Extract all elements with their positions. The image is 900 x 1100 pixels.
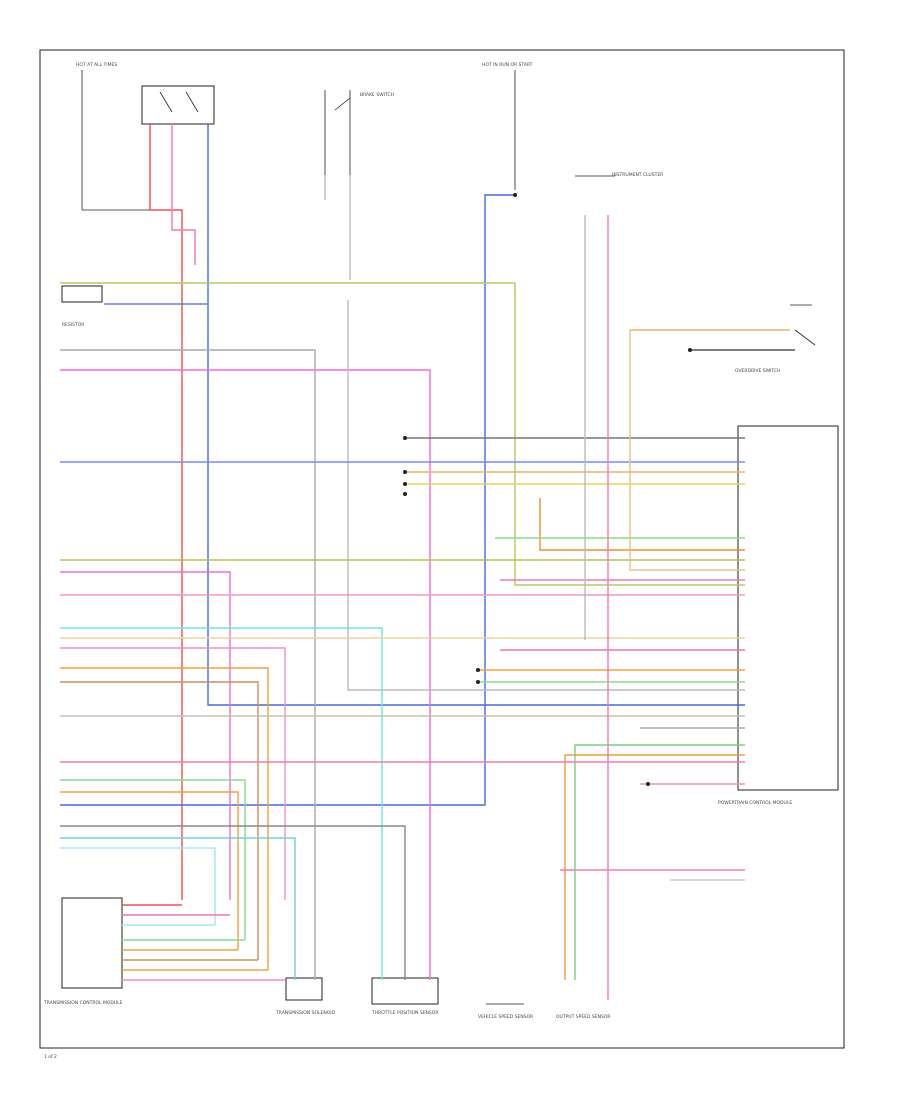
brake-switch-label: BRAKE SWITCH	[360, 92, 394, 98]
output-sensor-group: OUTPUT SPEED SENSOR	[556, 1014, 611, 1020]
overdrive-switch-group: OVERDRIVE SWITCH	[735, 304, 816, 374]
wire-green-780	[60, 779, 246, 940]
wire-orange-668	[60, 667, 269, 970]
tcm-label: TRANSMISSION CONTROL MODULE	[43, 1000, 123, 1006]
page-ref: 1 of 2	[44, 1054, 57, 1060]
tcm-group: TRANSMISSION CONTROL MODULE	[43, 897, 123, 1006]
pcm-connector	[737, 425, 839, 791]
throttle-label: THROTTLE POSITION SENSOR	[371, 1010, 438, 1016]
wire-cyan	[60, 627, 383, 980]
wire-blue-2	[60, 194, 515, 806]
output-sensor-label: OUTPUT SPEED SENSOR	[556, 1014, 611, 1020]
splice-dots	[403, 193, 692, 786]
wire-dkgreen	[60, 282, 745, 586]
fuse-block-switch	[141, 85, 215, 125]
overdrive-switch-label: OVERDRIVE SWITCH	[735, 368, 780, 374]
wire-pink-648	[60, 647, 286, 900]
wire-orange-792	[60, 791, 239, 950]
pcm-group: POWERTRAIN CONTROL MODULE	[718, 425, 839, 806]
speed-sensor-group: VEHICLE SPEED SENSOR	[478, 1003, 533, 1020]
wire-gray-vert	[347, 300, 745, 691]
wire-orange-538	[539, 498, 745, 551]
fuse-block-group: HOT AT ALL TIMES	[76, 62, 215, 211]
ignition-label: HOT IN RUN OR START	[482, 62, 533, 68]
wire-gray-826	[60, 825, 406, 980]
wire-cyan-848	[60, 847, 216, 925]
pcm-label: POWERTRAIN CONTROL MODULE	[718, 800, 792, 806]
wires	[60, 124, 795, 1000]
wire-orange-755	[564, 754, 745, 980]
wire-green-745	[574, 744, 745, 980]
speed-sensor-label: VEHICLE SPEED SENSOR	[478, 1014, 533, 1020]
resistor-label: RESISTOR	[62, 322, 84, 328]
wire-gray	[60, 349, 316, 980]
tcm-connector	[61, 897, 123, 989]
throttle-box	[371, 977, 439, 1005]
wire-pink	[171, 124, 196, 265]
diagram-frame	[39, 49, 845, 1049]
fuse-block-label: HOT AT ALL TIMES	[76, 62, 117, 68]
wire-blue	[207, 124, 745, 706]
solenoid-box	[285, 977, 323, 1001]
cluster-label: INSTRUMENT CLUSTER	[612, 172, 663, 178]
solenoid-group: TRANSMISSION SOLENOID	[275, 977, 336, 1016]
resistor-box	[61, 285, 103, 303]
wire-pink-570	[60, 571, 231, 900]
wire-pink-long	[60, 369, 431, 980]
brake-switch-group: BRAKE SWITCH	[324, 90, 394, 175]
resistor-group: RESISTOR	[61, 285, 103, 328]
wire-brown-682	[60, 681, 259, 960]
wire-tan-570	[629, 330, 745, 571]
wire-cyan-838	[60, 837, 296, 980]
throttle-group: THROTTLE POSITION SENSOR	[371, 977, 439, 1016]
cluster-group: INSTRUMENT CLUSTER	[575, 172, 663, 178]
solenoid-label: TRANSMISSION SOLENOID	[275, 1010, 336, 1016]
ignition-group: HOT IN RUN OR START	[482, 62, 533, 190]
wire-red	[149, 124, 183, 285]
